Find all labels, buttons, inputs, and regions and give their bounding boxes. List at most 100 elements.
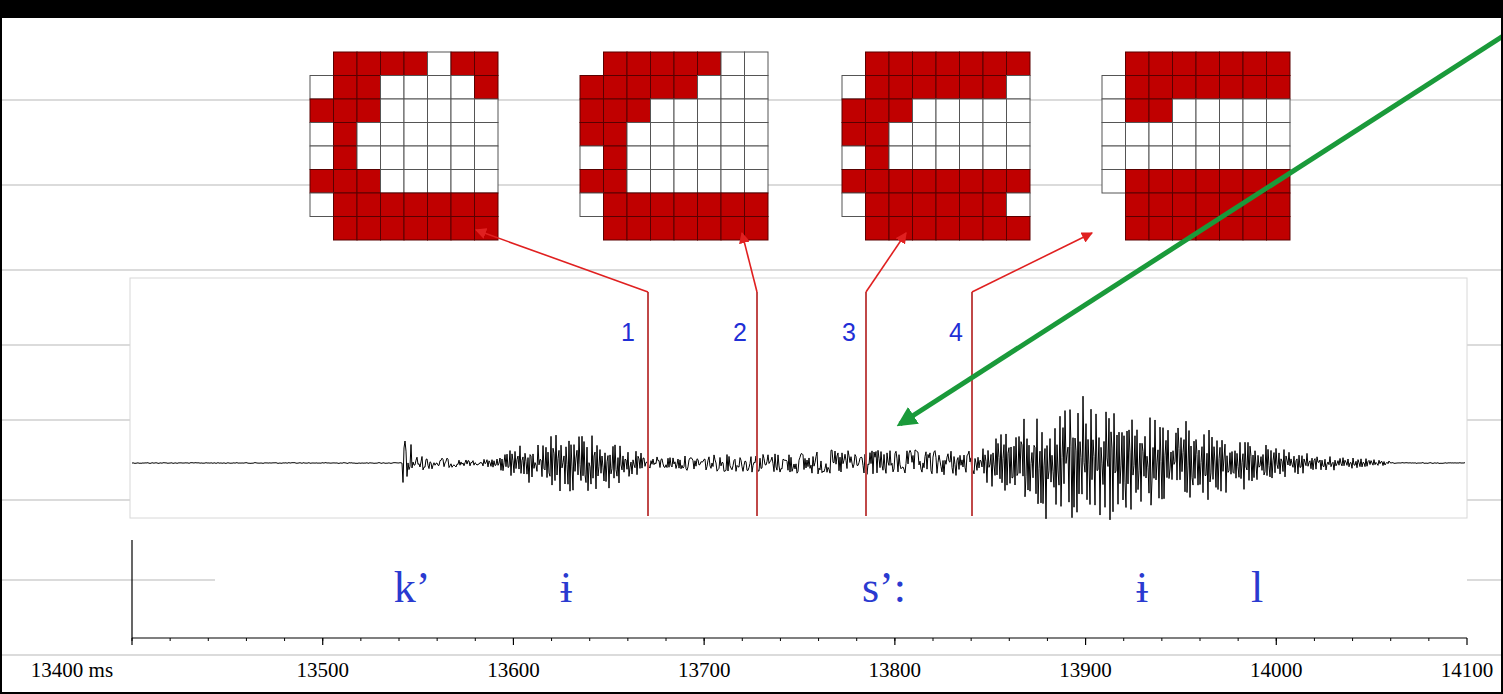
electrode-cell (1267, 52, 1291, 76)
palatogram (1102, 52, 1290, 240)
electrode-cell (1220, 76, 1244, 100)
axis-minor-tick (1238, 638, 1239, 641)
waveform-panel (130, 278, 1467, 518)
electrode-cell (1196, 170, 1220, 194)
electrode-cell (310, 170, 334, 194)
electrode-cell (1173, 99, 1197, 123)
electrode-cell (842, 99, 866, 123)
electrode-cell (745, 76, 769, 100)
electrode-cell (745, 99, 769, 123)
axis-label: 13600 (487, 660, 540, 681)
palatogram (310, 52, 498, 240)
cursor-arrow (866, 233, 906, 292)
axis-minor-tick (132, 638, 133, 641)
axis-tick (131, 638, 132, 645)
electrode-cell (698, 146, 722, 170)
electrode-cell (721, 146, 745, 170)
electrode-cell (627, 193, 651, 217)
electrode-cell (357, 193, 381, 217)
electrode-cell (983, 193, 1007, 217)
electrode-cell (913, 170, 937, 194)
electrode-cell (1267, 217, 1291, 241)
electrode-cell (1149, 217, 1173, 241)
axis-minor-tick (666, 638, 667, 641)
electrode-cell (1196, 193, 1220, 217)
electrode-cell (404, 170, 428, 194)
electrode-cell (913, 123, 937, 147)
electrode-cell (889, 146, 913, 170)
callout-number: 3 (842, 320, 856, 345)
electrode-cell (721, 193, 745, 217)
electrode-cell (651, 52, 675, 76)
electrode-cell (310, 146, 334, 170)
electrode-cell (404, 193, 428, 217)
electrode-cell (357, 146, 381, 170)
electrode-cell (451, 52, 475, 76)
electrode-cell (698, 170, 722, 194)
axis-minor-tick (1123, 638, 1124, 641)
axis-minor-tick (399, 638, 400, 641)
electrode-cell (1220, 146, 1244, 170)
electrode-cell (475, 146, 499, 170)
electrode-cell (1149, 170, 1173, 194)
electrode-cell (334, 193, 358, 217)
electrode-cell (1220, 99, 1244, 123)
electrode-cell (1149, 123, 1173, 147)
axis-minor-tick (1047, 638, 1048, 641)
electrode-cell (1243, 99, 1267, 123)
electrode-cell (1267, 193, 1291, 217)
electrode-cell (310, 76, 334, 100)
electrode-cell (334, 123, 358, 147)
axis-minor-tick (894, 638, 895, 641)
axis-minor-tick (1085, 638, 1086, 641)
electrode-cell (428, 217, 452, 241)
epg-palatograms (310, 52, 1290, 240)
electrode-cell (889, 217, 913, 241)
electrode-cell (1243, 217, 1267, 241)
axis-minor-tick (1161, 638, 1162, 641)
electrode-cell (674, 76, 698, 100)
electrode-cell (580, 170, 604, 194)
electrode-cell (983, 123, 1007, 147)
electrode-cell (913, 146, 937, 170)
electrode-cell (913, 217, 937, 241)
phone-label: k’ (394, 566, 431, 610)
axis-line (131, 540, 132, 638)
electrode-cell (1102, 99, 1126, 123)
electrode-cell (936, 99, 960, 123)
electrode-cell (936, 217, 960, 241)
electrode-cell (1007, 99, 1031, 123)
electrode-cell (1267, 146, 1291, 170)
electrode-cell (604, 170, 628, 194)
electrode-cell (604, 99, 628, 123)
electrode-cell (1007, 193, 1031, 217)
electrode-cell (889, 99, 913, 123)
electrode-cell (428, 123, 452, 147)
electrode-cell (960, 76, 984, 100)
callout-number: 2 (733, 320, 747, 345)
electrode-cell (310, 99, 334, 123)
electrode-cell (404, 146, 428, 170)
electrode-cell (913, 193, 937, 217)
electrode-cell (651, 76, 675, 100)
electrode-cell (745, 52, 769, 76)
electrode-cell (580, 193, 604, 217)
electrode-cell (1220, 217, 1244, 241)
axis-label: 13900 (1059, 660, 1112, 681)
phone-label: ɨ (1136, 566, 1148, 610)
electrode-cell (1102, 170, 1126, 194)
electrode-cell (983, 170, 1007, 194)
electrode-cell (1220, 123, 1244, 147)
axis-minor-tick (589, 638, 590, 641)
electrode-cell (842, 123, 866, 147)
cursor-arrow (476, 230, 648, 292)
axis-minor-tick (1009, 638, 1010, 641)
electrode-cell (428, 146, 452, 170)
electrode-cell (651, 123, 675, 147)
electrode-cell (960, 123, 984, 147)
electrode-cell (745, 193, 769, 217)
electrode-cell (627, 123, 651, 147)
electrode-cell (1267, 123, 1291, 147)
